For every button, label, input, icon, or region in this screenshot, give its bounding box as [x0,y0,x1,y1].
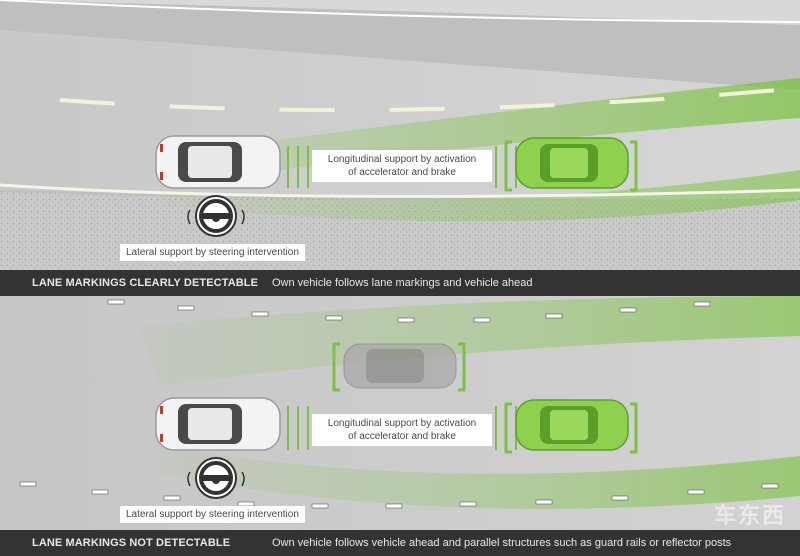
reflector-posts-bottom [19,481,779,509]
longitudinal-support-label: Longitudinal support by activation of ac… [312,150,492,182]
caption-bar-2: LANE MARKINGS NOT DETECTABLE Own vehicle… [0,530,800,556]
panel-lane-markings-not-detectable: Longitudinal support by activation of ac… [0,296,800,530]
caption-bar-1: LANE MARKINGS CLEARLY DETECTABLE Own veh… [0,270,800,296]
caption-title-1: LANE MARKINGS CLEARLY DETECTABLE [32,277,259,289]
lateral-support-label-2: Lateral support by steering intervention [120,506,305,523]
road-edge-line-top [0,0,800,23]
scene-illustration-2 [0,296,800,530]
watermark-logo: 车东西 [713,503,786,528]
lead-vehicle [515,137,629,189]
lane-marking-dashed [59,86,800,113]
reflector-posts-top [107,299,711,323]
adjacent-vehicle-brackets [332,342,466,392]
lateral-support-label: Lateral support by steering intervention [120,244,305,261]
lead-vehicle-brackets-2 [504,402,638,454]
caption-desc-1: Own vehicle follows lane markings and ve… [272,277,533,289]
lead-vehicle-2 [515,399,629,451]
scene-illustration-1 [0,0,800,270]
guidance-band-upper-2 [140,296,800,386]
lane-guidance-band-lower [160,170,800,222]
lead-vehicle-brackets [504,140,638,192]
lane-marking-solid [0,183,800,198]
own-vehicle-2 [155,397,281,451]
panel-lane-markings-detectable: Longitudinal support by activation of ac… [0,0,800,270]
caption-desc-2: Own vehicle follows vehicle ahead and pa… [272,537,732,549]
adjacent-vehicle [343,343,457,389]
guidance-band-lower-2 [160,446,800,509]
caption-title-2: LANE MARKINGS NOT DETECTABLE [32,537,231,549]
shoulder-top [0,0,800,25]
own-vehicle [155,135,281,189]
steering-wheel-icon [187,195,245,237]
longitudinal-support-label-2: Longitudinal support by activation of ac… [312,414,492,446]
steering-wheel-icon-2 [187,457,245,499]
